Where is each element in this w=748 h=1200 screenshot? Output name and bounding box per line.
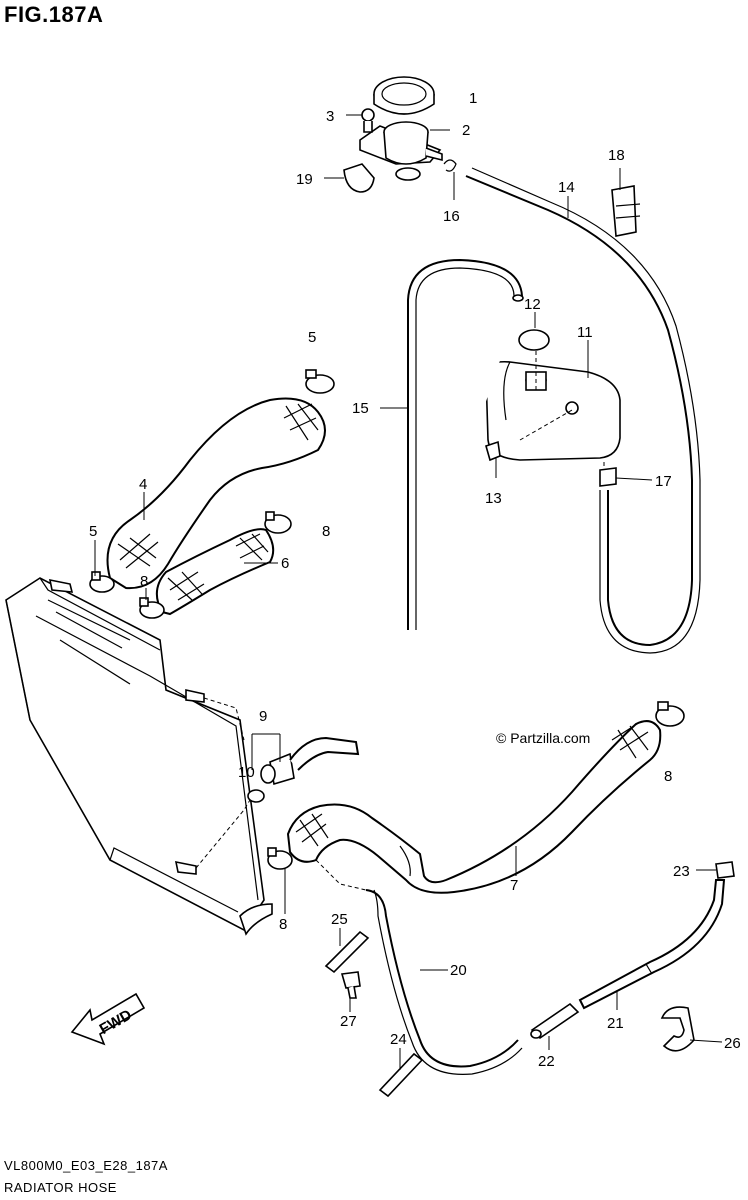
- callout-13: 13: [485, 490, 502, 507]
- clamp-26: [660, 1006, 695, 1052]
- hose-4: [106, 397, 326, 590]
- callout-numbers: 1 2 3 19 16 18 14 12 11 5 15 4 13 17 5 8…: [89, 90, 741, 1070]
- hose-20: [365, 889, 519, 1068]
- tank-cap-12: [518, 329, 550, 351]
- clamp-19: [343, 163, 375, 193]
- callout-11: 11: [577, 324, 593, 341]
- callout-6: 6: [281, 555, 289, 572]
- callout-5-upper: 5: [308, 329, 316, 346]
- clip-18: [611, 185, 641, 237]
- leader-lines: [94, 114, 723, 1070]
- callout-9: 9: [259, 708, 267, 725]
- callout-3: 3: [326, 108, 334, 125]
- callout-8-a: 8: [322, 523, 330, 540]
- clamp-5-lower: [89, 571, 115, 593]
- callout-15: 15: [352, 400, 369, 417]
- bolt-27: [340, 971, 361, 999]
- callout-21: 21: [607, 1015, 624, 1032]
- joint-22: [530, 1002, 580, 1040]
- callout-7: 7: [510, 877, 518, 894]
- callout-18: 18: [608, 147, 625, 164]
- callout-24: 24: [390, 1031, 407, 1048]
- callout-1: 1: [469, 90, 477, 107]
- watermark: © Partzilla.com: [496, 730, 591, 746]
- clamp-16: [443, 159, 457, 172]
- clamp-5-upper: [305, 369, 335, 394]
- clamp-23: [715, 861, 735, 879]
- footer-name: RADIATOR HOSE: [4, 1180, 117, 1195]
- clamp-8-a: [264, 511, 292, 534]
- clamp-8-d: [267, 847, 293, 870]
- callout-4: 4: [139, 476, 147, 493]
- callout-2: 2: [462, 122, 470, 139]
- callout-8-d: 8: [279, 916, 287, 933]
- callout-20: 20: [450, 962, 467, 979]
- hose-15: [407, 258, 523, 630]
- bolt-3: [361, 108, 375, 133]
- hose-6: [155, 528, 275, 616]
- band-25: [324, 930, 370, 974]
- clamp-17: [599, 467, 617, 487]
- hose-7: [286, 720, 662, 894]
- callout-8-c: 8: [664, 768, 672, 785]
- callout-10: 10: [238, 764, 255, 781]
- callout-27: 27: [340, 1013, 357, 1030]
- callout-23: 23: [673, 863, 690, 880]
- callout-22: 22: [538, 1053, 555, 1070]
- bolt-13: [485, 440, 501, 462]
- callout-26: 26: [724, 1035, 741, 1052]
- hose-21: [578, 879, 726, 1010]
- callout-14: 14: [558, 179, 575, 196]
- filler-neck: [359, 121, 443, 181]
- callout-8-b: 8: [140, 573, 148, 590]
- band-24: [378, 1052, 424, 1098]
- thermo-switch: [247, 736, 360, 803]
- radiator: [5, 577, 273, 936]
- callout-25: 25: [331, 911, 348, 928]
- reserve-tank: [485, 360, 621, 461]
- figure-title: FIG.187A: [4, 2, 104, 27]
- callout-19: 19: [296, 171, 313, 188]
- callout-5-lower: 5: [89, 523, 97, 540]
- clamp-8-c: [655, 701, 685, 727]
- callout-16: 16: [443, 208, 460, 225]
- callout-17: 17: [655, 473, 672, 490]
- radiator-cap: [373, 76, 435, 115]
- callout-12: 12: [524, 296, 541, 313]
- footer-code: VL800M0_E03_E28_187A: [4, 1158, 168, 1173]
- forward-arrow: FWD: [70, 992, 146, 1046]
- clamp-8-b: [139, 597, 165, 619]
